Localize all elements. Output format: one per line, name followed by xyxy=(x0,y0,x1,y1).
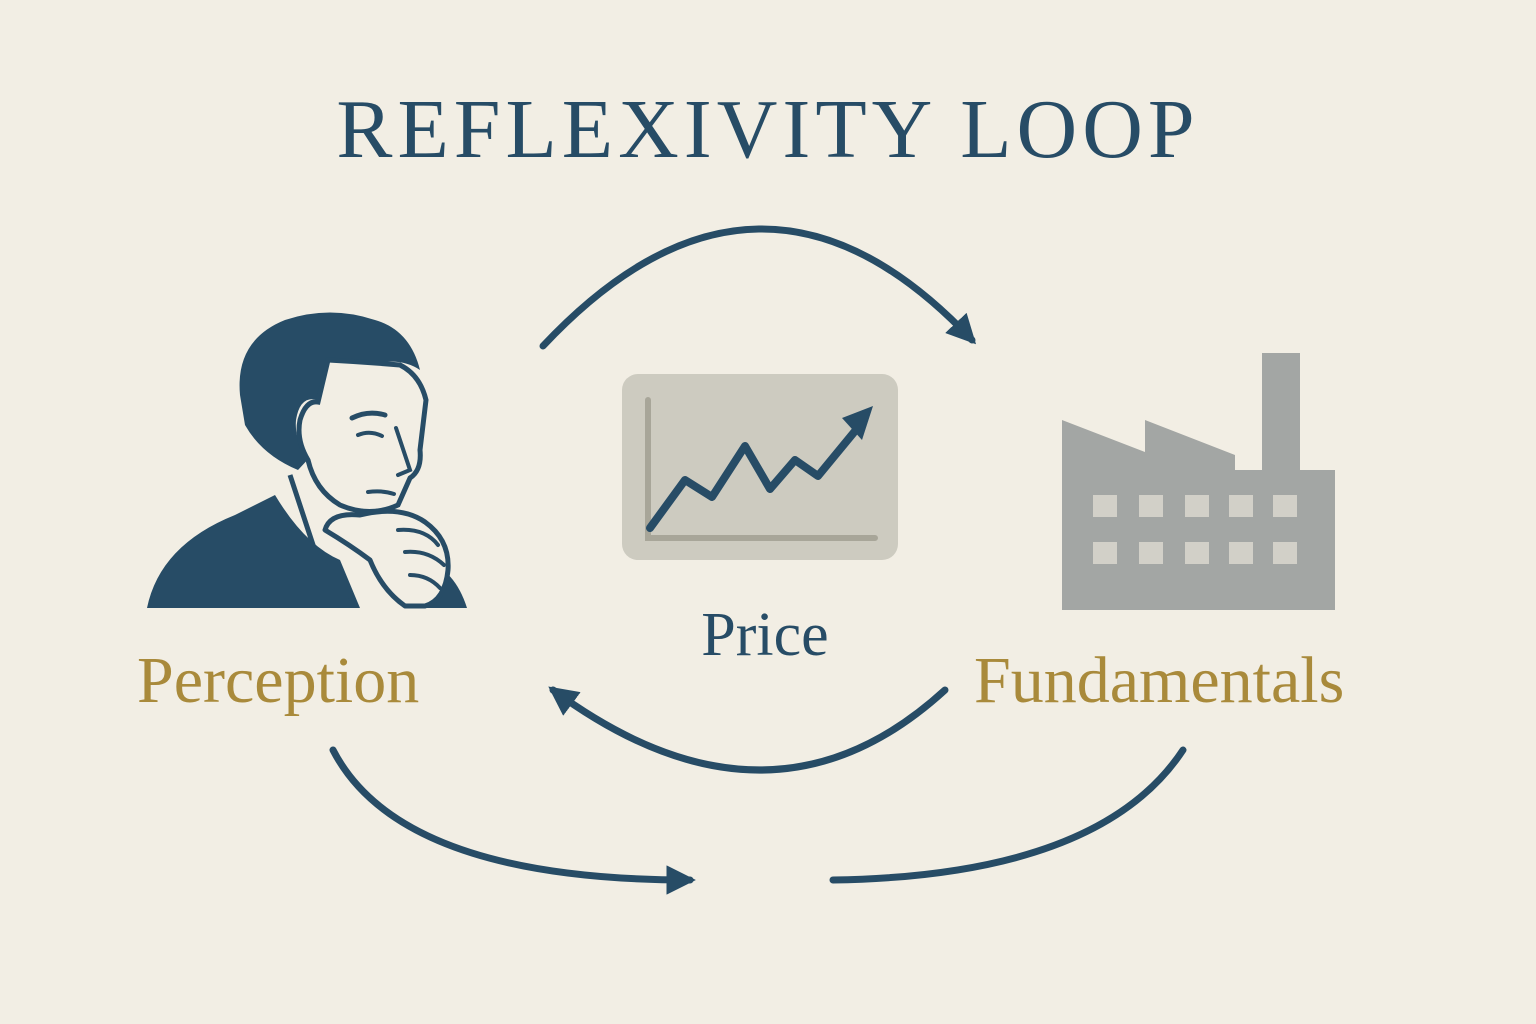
arrow-bottom-right xyxy=(829,746,1187,884)
perception-label: Perception xyxy=(137,644,420,717)
rising-price-chart-icon xyxy=(622,374,898,560)
factory-icon xyxy=(1062,353,1335,610)
price-label: Price xyxy=(701,601,829,669)
arrow-middle xyxy=(548,686,949,774)
thinking-person-icon xyxy=(147,312,467,609)
arrow-top xyxy=(539,225,977,350)
arrow-bottom-left xyxy=(329,746,696,895)
fundamentals-label: Fundamentals xyxy=(974,644,1345,717)
diagram-title: REFLEXIVITY LOOP xyxy=(336,83,1200,176)
